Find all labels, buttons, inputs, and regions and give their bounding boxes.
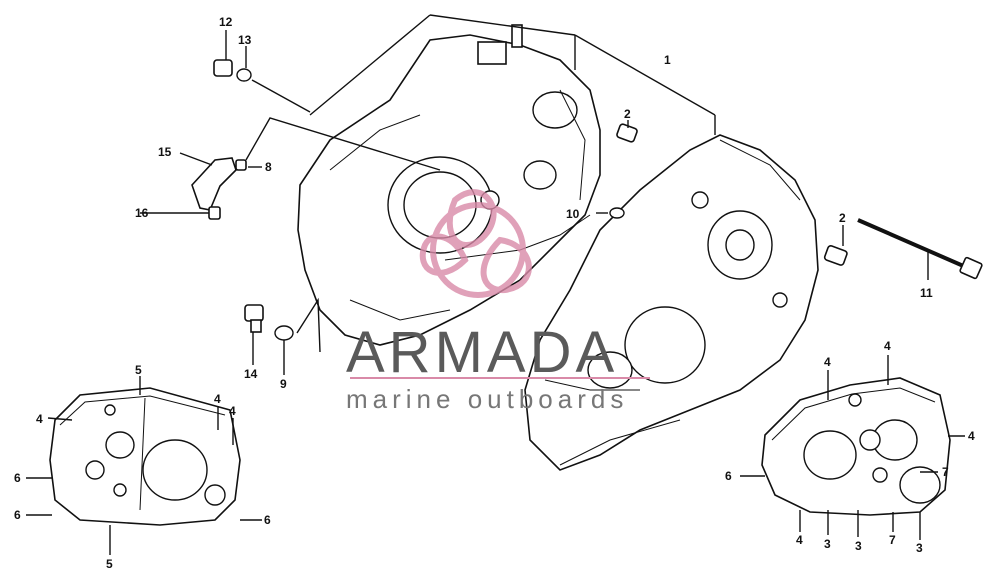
bracket (191, 157, 237, 211)
callout-6c: 6 (264, 513, 271, 527)
callout-12: 12 (219, 15, 233, 29)
callout-4g: 4 (884, 339, 891, 353)
callout-7a: 7 (942, 465, 949, 479)
bolt-8 (235, 159, 247, 171)
callout-3a: 3 (824, 537, 831, 551)
washer-lower (274, 325, 294, 341)
left-side-cover (49, 387, 241, 526)
washer-upper (236, 68, 252, 82)
drain-bolt (244, 304, 264, 333)
callout-16: 16 (135, 206, 149, 220)
callout-13: 13 (238, 33, 252, 47)
callout-10: 10 (566, 207, 580, 221)
callout-6d: 6 (725, 469, 732, 483)
callout-11: 11 (920, 286, 933, 300)
watermark-tagline: marine outboards (346, 384, 628, 414)
callout-7b: 7 (889, 533, 896, 547)
nut (213, 59, 233, 77)
callout-8: 8 (265, 160, 272, 174)
callout-4c: 4 (229, 404, 236, 418)
callout-14: 14 (244, 367, 258, 381)
callout-5a: 5 (135, 363, 142, 377)
callout-4f: 4 (796, 533, 803, 547)
callout-1: 1 (664, 53, 671, 67)
callout-labels: 1 2 2 3 3 3 4 4 4 4 4 4 4 5 5 6 6 6 6 7 … (14, 15, 975, 571)
callout-3c: 3 (916, 541, 923, 555)
dowel-pin-upper (616, 123, 638, 143)
callout-4b: 4 (214, 392, 221, 406)
callout-4a: 4 (36, 412, 43, 426)
callout-2a: 2 (624, 107, 631, 121)
leader-lines (26, 14, 965, 555)
dowel-pin-lower (823, 245, 848, 266)
callout-6a: 6 (14, 471, 21, 485)
callout-3b: 3 (855, 539, 862, 553)
o-ring (609, 207, 625, 219)
callout-9: 9 (280, 377, 287, 391)
armada-logo-mark (419, 189, 532, 298)
callout-4d: 4 (824, 355, 831, 369)
screw-16 (190, 206, 221, 220)
callout-4e: 4 (968, 429, 975, 443)
crankcase-left-half (297, 24, 601, 346)
callout-5b: 5 (106, 557, 113, 571)
callout-6b: 6 (14, 508, 21, 522)
callout-2b: 2 (839, 211, 846, 225)
right-side-cover (761, 377, 951, 516)
callout-15: 15 (158, 145, 172, 159)
watermark-brand: ARMADA (346, 320, 618, 385)
long-bolt (857, 218, 983, 280)
